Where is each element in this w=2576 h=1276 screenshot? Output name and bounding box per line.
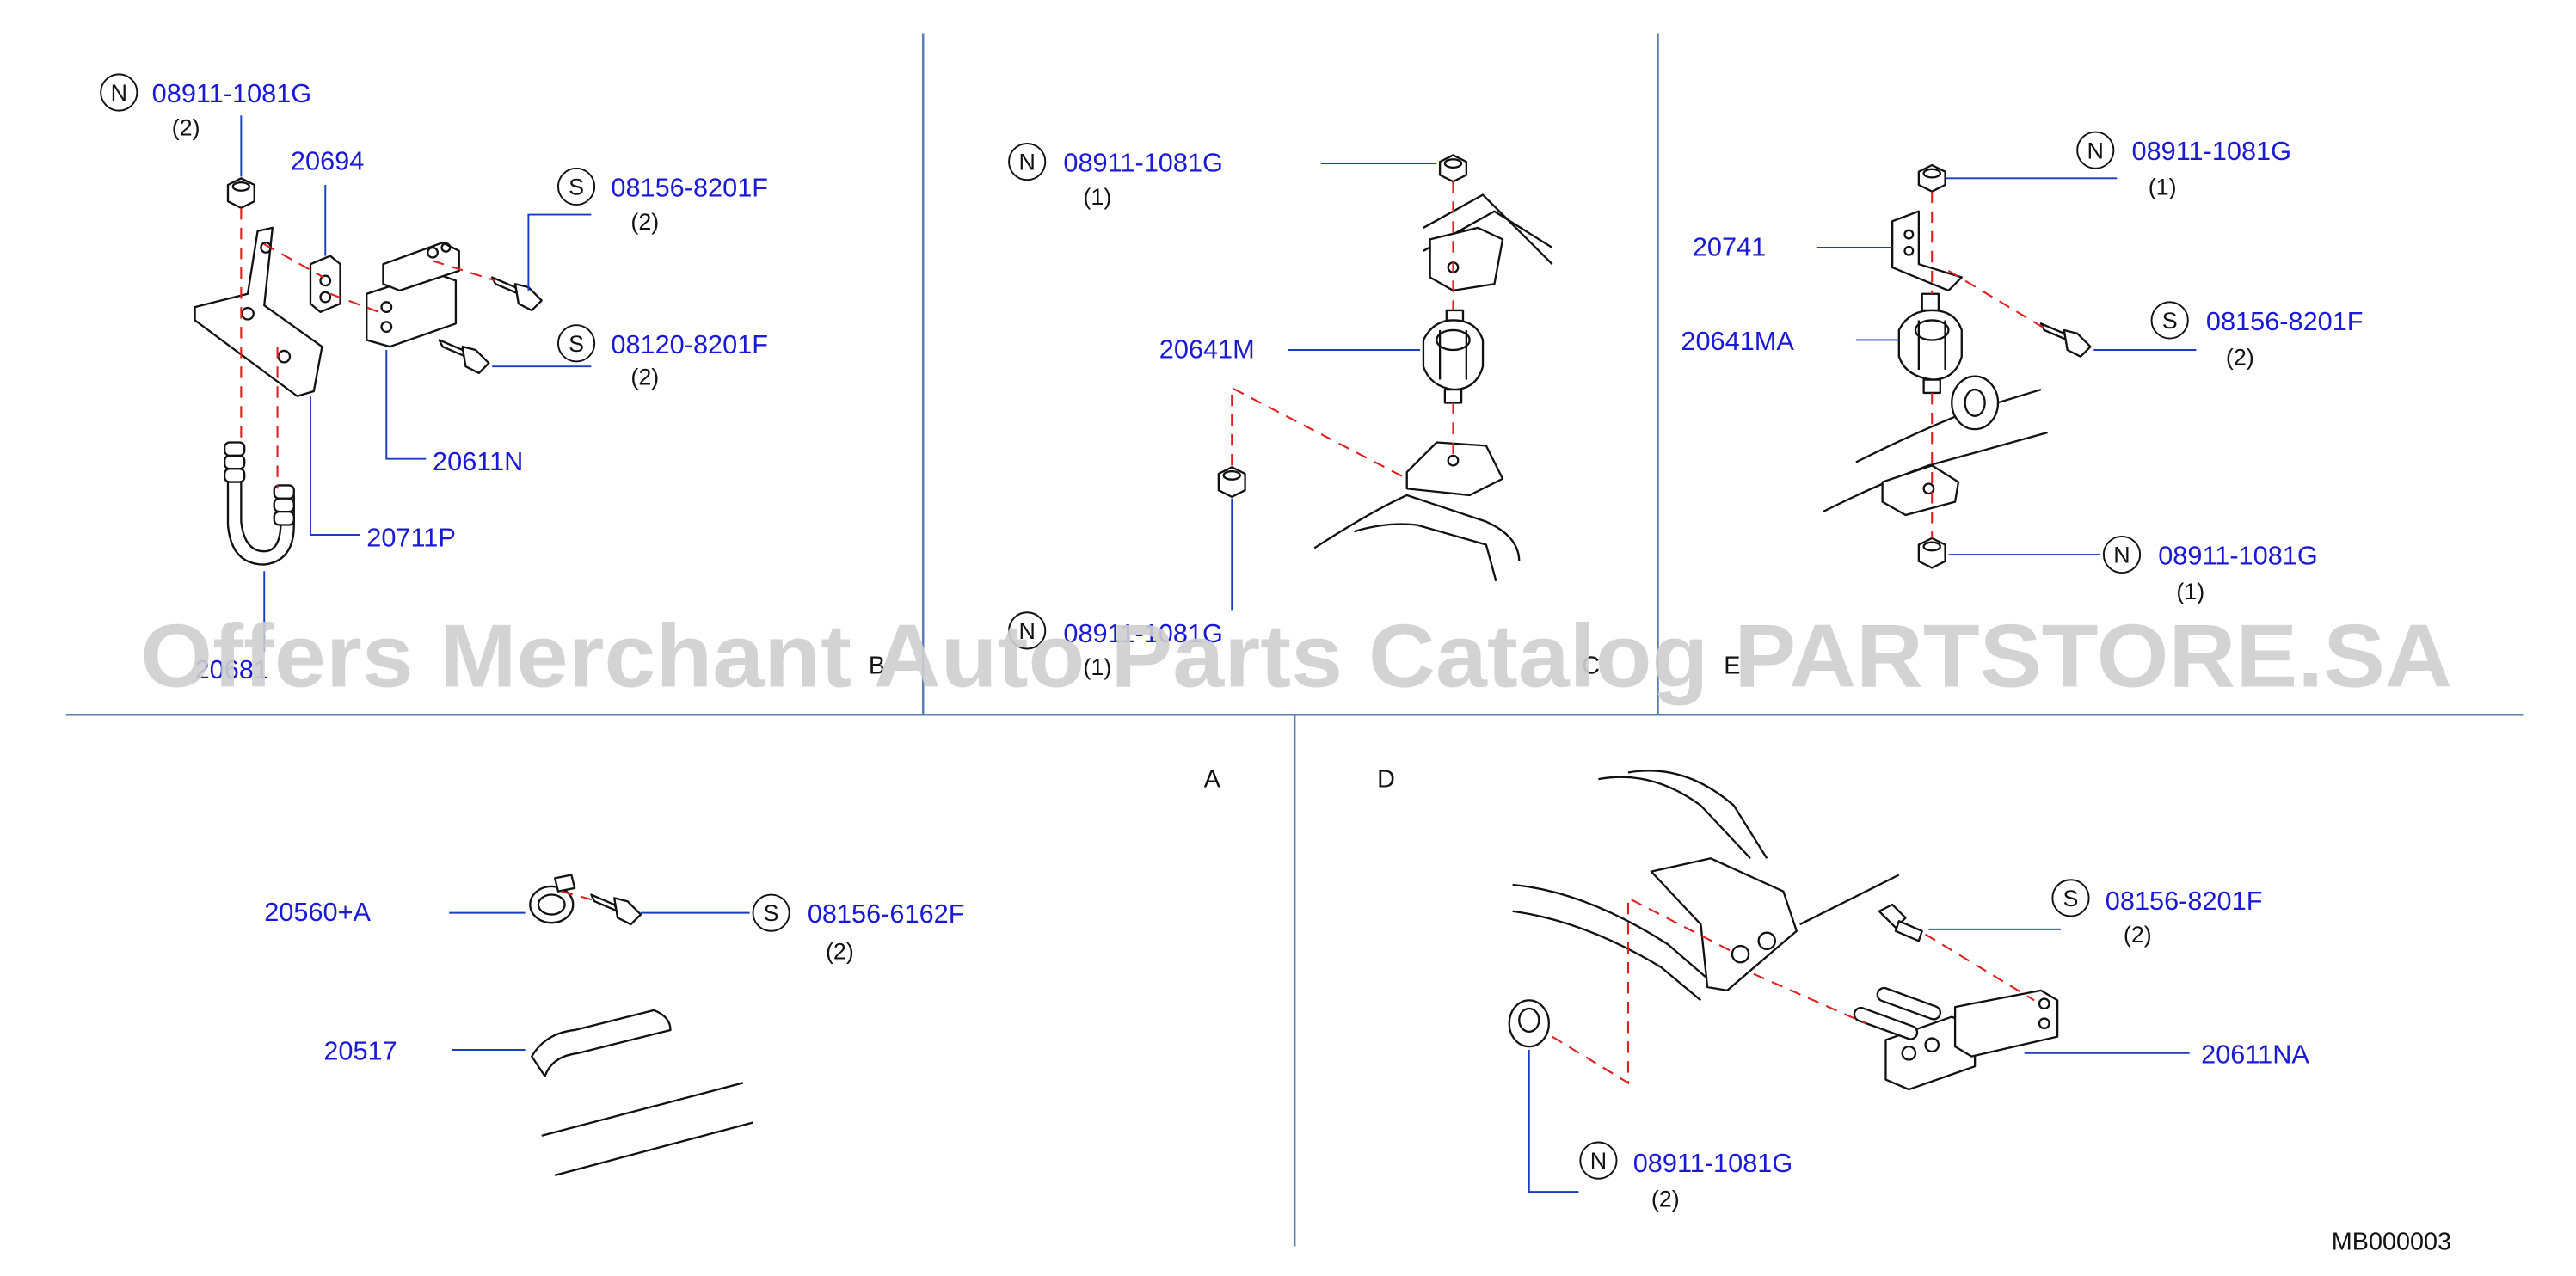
rubber-mount-icon: [1422, 309, 1485, 404]
bolt-icon: [2039, 322, 2092, 358]
section-label: A: [1204, 766, 1221, 794]
u-bolt-icon: [224, 441, 295, 566]
svg-text:N: N: [2113, 543, 2130, 568]
part-quantity: (1): [2149, 175, 2177, 200]
screw-symbol: S: [2051, 879, 2090, 917]
nut-symbol: N: [1008, 143, 1047, 181]
svg-text:S: S: [2063, 886, 2079, 911]
screw-symbol: S: [556, 324, 596, 363]
part-number[interactable]: 20694: [291, 146, 364, 176]
nut-symbol: N: [2102, 535, 2142, 574]
part-quantity: (1): [1083, 654, 1111, 680]
bracket-20741-icon: [1891, 210, 1963, 292]
bolt-icon: [590, 893, 642, 926]
heat-shield-icon: [531, 1009, 672, 1077]
nut-symbol: N: [1008, 611, 1047, 650]
part-quantity: (1): [2176, 579, 2204, 604]
part-quantity: (2): [2226, 344, 2254, 370]
bolt-icon: [1878, 903, 1923, 942]
nut-icon: [1217, 466, 1246, 499]
part-number[interactable]: 20517: [323, 1036, 397, 1066]
part-number[interactable]: 08911-1081G: [2132, 136, 2292, 166]
bolt-icon: [438, 339, 490, 375]
part-number[interactable]: 20641M: [1159, 334, 1255, 365]
rubber-mount-icon: [1897, 292, 1963, 395]
screw-symbol: S: [2150, 301, 2189, 340]
part-number[interactable]: 08911-1081G: [152, 78, 312, 108]
panel-e: [1816, 163, 2197, 569]
panel-a: [449, 874, 753, 1177]
section-label: B: [869, 652, 885, 679]
part-number[interactable]: 20611N: [433, 446, 523, 476]
part-quantity: (2): [826, 938, 854, 964]
panel-dividers: [65, 33, 2524, 1247]
svg-text:N: N: [111, 80, 127, 106]
part-quantity: (2): [172, 114, 200, 140]
section-label: D: [1377, 766, 1395, 794]
panel-d: [1508, 770, 2190, 1193]
clamp-icon: [529, 874, 576, 924]
svg-text:S: S: [764, 900, 779, 926]
part-number[interactable]: 08156-8201F: [611, 172, 768, 202]
svg-text:N: N: [2087, 138, 2104, 163]
part-number[interactable]: 08911-1081G: [1633, 1148, 1793, 1178]
part-number[interactable]: 08911-1081G: [1063, 618, 1223, 648]
section-label: E: [1724, 652, 1740, 679]
bolt-icon: [491, 276, 543, 312]
bracket-20694-icon: [309, 255, 341, 313]
part-number[interactable]: 08911-1081G: [2158, 541, 2318, 571]
part-labels: N 08911-1081G (2) 20694 S 08156-8201F (2…: [100, 73, 2451, 1255]
part-number[interactable]: 20741: [1693, 232, 1766, 262]
section-label: C: [1582, 652, 1600, 679]
part-quantity: (2): [630, 364, 659, 390]
part-quantity: (2): [1651, 1186, 1680, 1212]
part-number[interactable]: 08911-1081G: [1063, 148, 1223, 178]
part-number[interactable]: 20641MA: [1681, 326, 1794, 356]
panel-b: [194, 115, 592, 653]
nut-icon: [1917, 537, 1946, 569]
nut-icon: [1438, 154, 1467, 183]
part-number[interactable]: 08120-8201F: [611, 329, 768, 359]
svg-text:S: S: [569, 175, 584, 200]
nut-icon: [226, 177, 255, 210]
watermark-text: Offers Merchant Auto Parts Catalog PARTS…: [140, 606, 2452, 706]
part-number[interactable]: 20611NA: [2201, 1039, 2309, 1069]
nut-icon: [1508, 999, 1550, 1048]
plate-20611na-icon: [1853, 986, 2059, 1091]
svg-text:N: N: [1018, 618, 1035, 644]
svg-text:S: S: [569, 331, 584, 357]
svg-text:S: S: [2162, 308, 2178, 334]
nut-symbol: N: [100, 73, 138, 112]
nut-symbol: N: [2076, 131, 2115, 169]
nut-icon: [1917, 163, 1946, 193]
part-number[interactable]: 20560+A: [264, 897, 371, 927]
screw-symbol: S: [556, 167, 596, 206]
diagram-id: MB000003: [2332, 1228, 2451, 1255]
hanger-bracket-icon: [194, 226, 323, 397]
part-quantity: (1): [1083, 184, 1111, 210]
part-number[interactable]: 08156-8201F: [2206, 306, 2364, 336]
svg-text:N: N: [1018, 150, 1035, 175]
part-quantity: (2): [2124, 922, 2152, 948]
screw-symbol: S: [752, 893, 790, 932]
part-quantity: (2): [630, 209, 659, 235]
part-number[interactable]: 08156-6162F: [808, 899, 965, 929]
panel-c: [1217, 154, 1553, 611]
part-number[interactable]: 20681: [195, 654, 268, 684]
part-number[interactable]: 08156-8201F: [2106, 886, 2263, 916]
part-number[interactable]: 20711P: [366, 522, 456, 552]
nut-symbol: N: [1579, 1141, 1618, 1180]
plate-20611n-icon: [366, 242, 460, 348]
svg-text:N: N: [1590, 1148, 1607, 1174]
